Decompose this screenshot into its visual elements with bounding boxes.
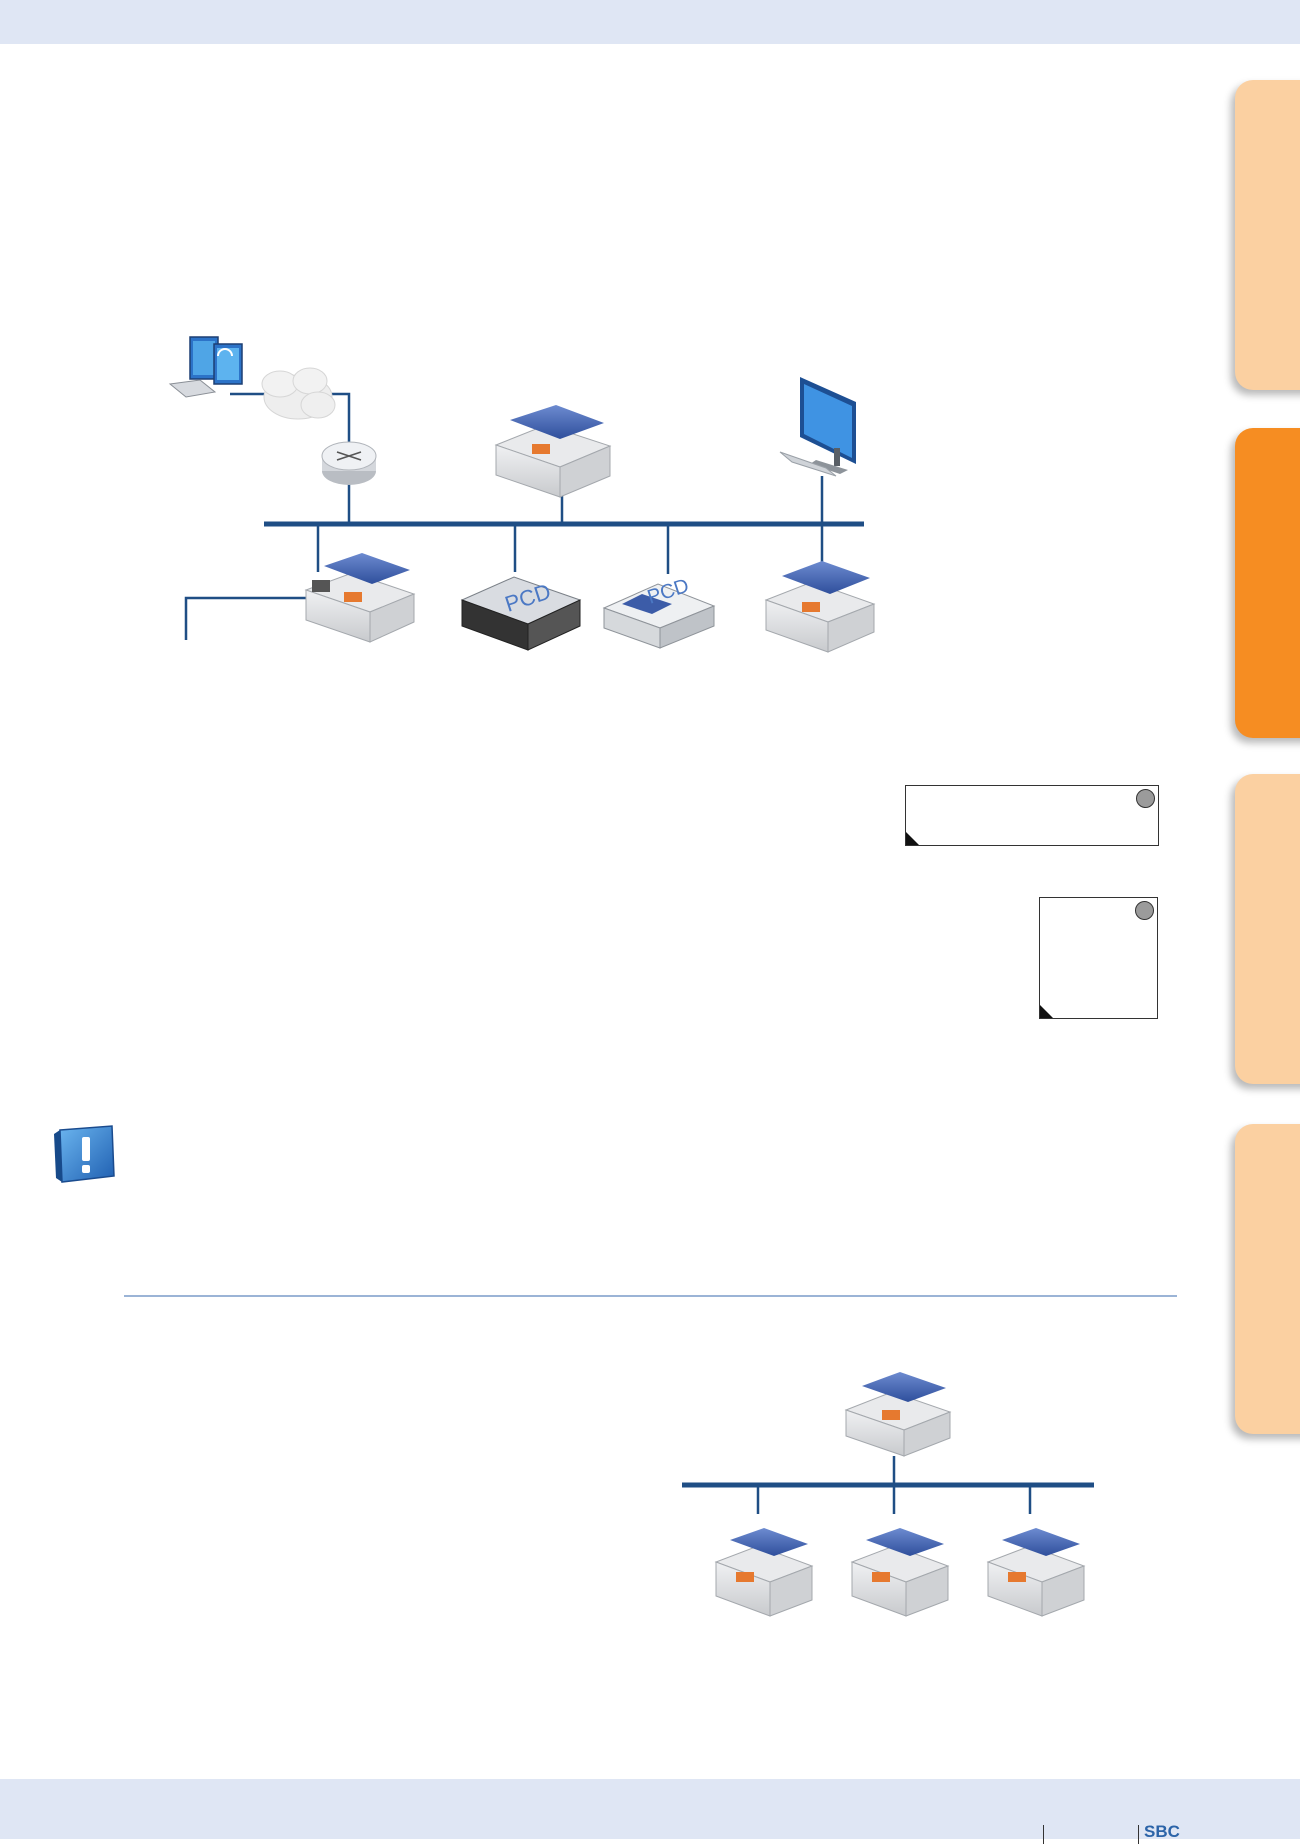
header-band [0, 0, 1300, 44]
plc-device-left [304, 553, 416, 643]
plc-device-top [494, 405, 612, 498]
network-diagram-bottom [682, 1372, 1094, 1617]
note-box-wide [905, 785, 1159, 846]
plc-device-right [764, 561, 876, 653]
section-divider [124, 1295, 1177, 1297]
cloud-icon [261, 367, 336, 420]
router-icon [321, 441, 377, 485]
workstation-icon [168, 336, 243, 398]
status-dot-icon [1135, 901, 1154, 920]
pcd-device-dark: PCD [460, 576, 582, 651]
side-tab-2[interactable] [1235, 428, 1300, 738]
note-box-square [1039, 897, 1158, 1019]
pcd-device-light: PCD [602, 575, 716, 649]
footer-band [0, 1779, 1300, 1839]
exclamation-icon [54, 1125, 115, 1183]
footer-separator [1138, 1825, 1139, 1844]
status-dot-icon [1136, 789, 1155, 808]
side-tab-1[interactable] [1235, 80, 1300, 390]
side-tab-3[interactable] [1235, 774, 1300, 1084]
monitor-icon [779, 377, 856, 477]
footer-brand: SBC [1144, 1822, 1180, 1841]
corner-marker-icon [1040, 1005, 1053, 1018]
side-tab-4[interactable] [1235, 1124, 1300, 1434]
footer-separator [1043, 1825, 1044, 1844]
corner-marker-icon [906, 832, 919, 845]
